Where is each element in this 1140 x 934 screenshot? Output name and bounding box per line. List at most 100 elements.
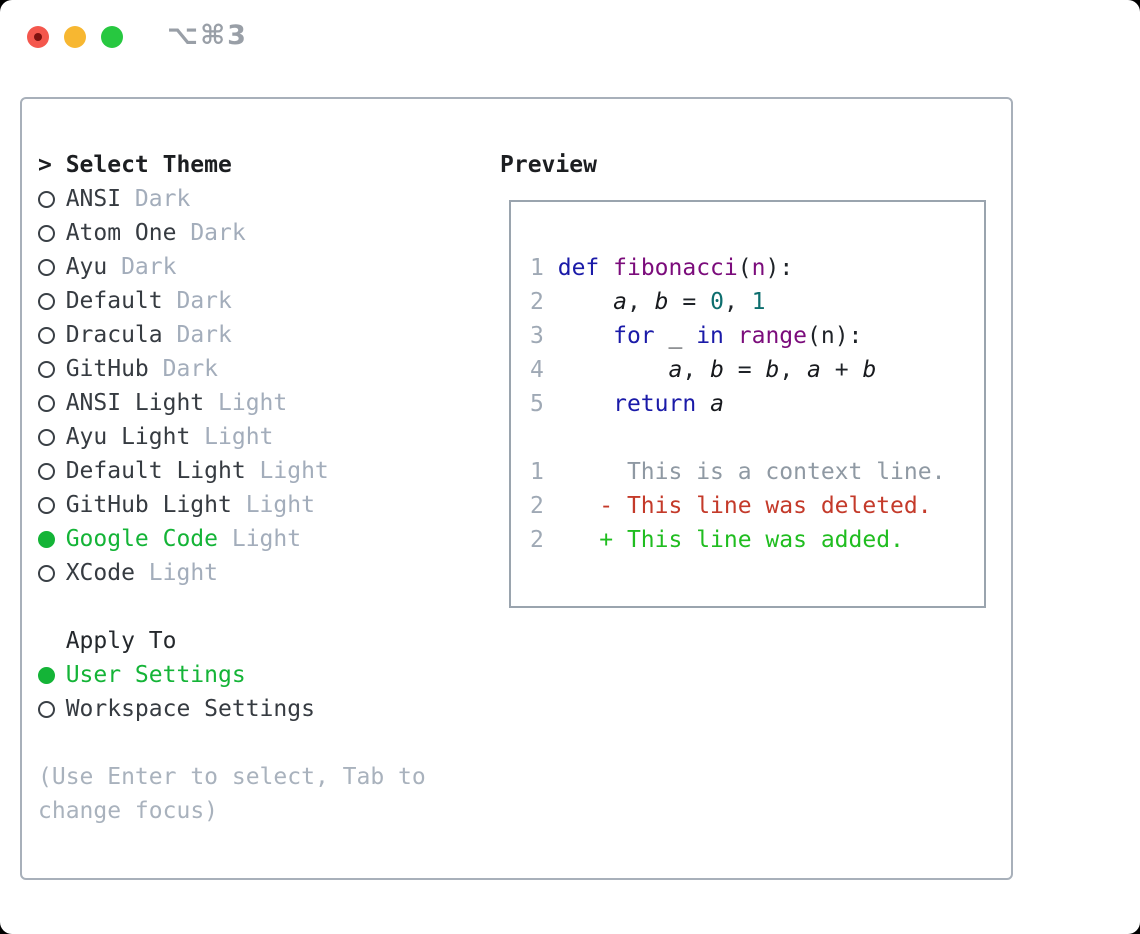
line-number: 2 bbox=[530, 527, 544, 553]
code-line: 1 This is a context line. bbox=[530, 455, 945, 489]
radio-circle bbox=[38, 530, 55, 548]
theme-variant-label: Light bbox=[148, 560, 219, 586]
apply-option[interactable]: Workspace Settings bbox=[38, 692, 426, 726]
theme-variant-label: Light bbox=[218, 390, 288, 416]
theme-option[interactable]: Ayu Light Light bbox=[38, 420, 426, 454]
option-label: Default bbox=[65, 288, 163, 314]
line-number: 3 bbox=[530, 323, 544, 349]
code-token: This is a context line. bbox=[557, 459, 946, 485]
radio-circle bbox=[38, 292, 55, 310]
option-label: User Settings bbox=[65, 662, 246, 688]
radio-circle bbox=[38, 564, 55, 582]
code-line: 4 a, b = b, a + b bbox=[530, 353, 945, 387]
code-token: - This line was deleted. bbox=[599, 493, 932, 519]
code-token: for bbox=[613, 323, 655, 349]
line-number: 4 bbox=[530, 357, 544, 383]
radio-circle bbox=[38, 326, 55, 344]
select-theme-header: > Select Theme bbox=[38, 148, 426, 182]
theme-option[interactable]: ANSI Dark bbox=[38, 182, 426, 216]
radio-selected-icon bbox=[38, 666, 66, 684]
code-token: a bbox=[710, 391, 724, 417]
code-token bbox=[558, 289, 613, 315]
radio-icon bbox=[38, 462, 66, 480]
code-token bbox=[724, 323, 738, 349]
preview-title: Preview bbox=[500, 152, 597, 178]
line-number: 5 bbox=[530, 391, 544, 417]
hint-text-line1: (Use Enter to select, Tab to bbox=[38, 764, 426, 790]
radio-icon bbox=[38, 224, 66, 242]
theme-variant-label: Dark bbox=[121, 254, 177, 280]
close-button-icon[interactable] bbox=[27, 26, 49, 48]
code-token: fibonacci bbox=[613, 255, 738, 281]
radio-icon bbox=[38, 700, 66, 718]
radio-circle bbox=[38, 190, 55, 208]
theme-variant-label: Light bbox=[204, 424, 274, 450]
radio-circle bbox=[38, 462, 55, 480]
radio-circle bbox=[38, 496, 55, 514]
theme-variant-label: Dark bbox=[176, 322, 232, 348]
code-line: 2 + This line was added. bbox=[530, 523, 945, 557]
radio-circle bbox=[38, 700, 55, 718]
radio-circle bbox=[38, 258, 55, 276]
code-token: b bbox=[654, 289, 669, 315]
code-token: + This line was added. bbox=[599, 527, 904, 553]
code-line: 2 - This line was deleted. bbox=[530, 489, 945, 523]
theme-variant-label: Dark bbox=[134, 186, 191, 212]
option-label: Ayu bbox=[65, 254, 108, 280]
apply-to-header: Apply To bbox=[38, 624, 426, 658]
code-token: in bbox=[696, 323, 724, 349]
theme-variant-label: Dark bbox=[190, 220, 246, 246]
code-line: 1 def fibonacci(n): bbox=[530, 251, 945, 285]
radio-circle bbox=[38, 224, 55, 242]
zoom-button-icon[interactable] bbox=[101, 26, 123, 48]
radio-icon bbox=[38, 496, 66, 514]
radio-circle bbox=[38, 394, 55, 412]
code-token: , bbox=[723, 289, 752, 315]
minimize-button-icon[interactable] bbox=[64, 26, 86, 48]
apply-to-label: Apply To bbox=[65, 628, 177, 654]
option-label: ANSI bbox=[65, 186, 122, 212]
code-token: , bbox=[682, 357, 711, 383]
code-line: 2 a, b = 0, 1 bbox=[530, 285, 945, 319]
hint-text-line2: change focus) bbox=[38, 798, 219, 824]
theme-option[interactable]: Ayu Dark bbox=[38, 250, 426, 284]
option-label: Default Light bbox=[65, 458, 246, 484]
radio-icon bbox=[38, 292, 66, 310]
radio-icon bbox=[38, 326, 66, 344]
code-token: = bbox=[668, 289, 711, 315]
code-token: , bbox=[626, 289, 655, 315]
option-label: ANSI Light bbox=[65, 390, 205, 416]
radio-icon bbox=[38, 428, 66, 446]
option-label: GitHub bbox=[65, 356, 149, 382]
radio-circle bbox=[38, 666, 55, 684]
code-token: return bbox=[613, 391, 697, 417]
code-token: = bbox=[723, 357, 766, 383]
code-token bbox=[558, 357, 669, 383]
apply-option[interactable]: User Settings bbox=[38, 658, 426, 692]
line-number: 2 bbox=[530, 493, 544, 519]
radio-selected-icon bbox=[38, 530, 66, 548]
option-label: GitHub Light bbox=[65, 492, 232, 518]
option-label: Ayu Light bbox=[65, 424, 191, 450]
code-token: , bbox=[779, 357, 808, 383]
code-token bbox=[558, 527, 600, 553]
code-token bbox=[599, 255, 613, 281]
select-theme-title: Select Theme bbox=[65, 152, 232, 178]
theme-option[interactable]: ANSI Light Light bbox=[38, 386, 426, 420]
radio-icon bbox=[38, 258, 66, 276]
radio-icon bbox=[38, 190, 66, 208]
code-token bbox=[558, 323, 613, 349]
code-token: b bbox=[710, 357, 724, 383]
code-token: n bbox=[751, 255, 766, 281]
